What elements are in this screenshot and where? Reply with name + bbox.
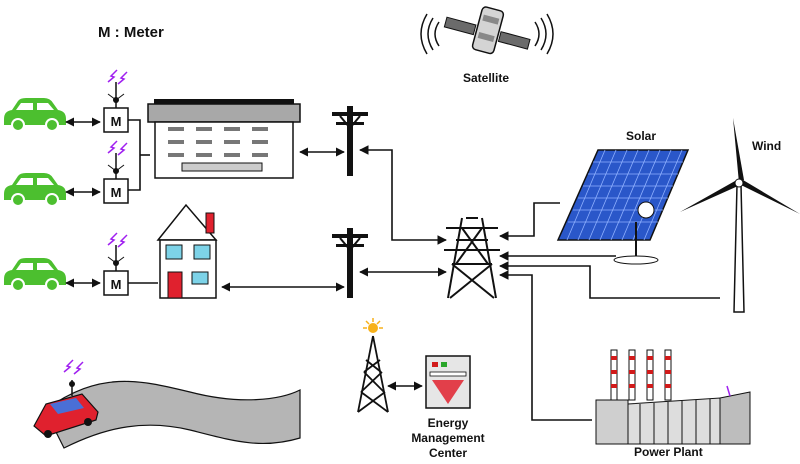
power-plant-label: Power Plant: [634, 445, 703, 459]
power-plant-icon: [595, 349, 751, 445]
electric-car-icon: [4, 173, 66, 207]
road-icon: [44, 380, 301, 449]
wind-turbine-icon: [680, 118, 800, 313]
radio-tower-icon: [357, 318, 389, 413]
meter-glyph: M: [111, 114, 122, 129]
red-car-icon: [33, 359, 99, 438]
office-building-icon: [147, 99, 301, 179]
satellite-label: Satellite: [463, 71, 509, 85]
electric-car-icon: [4, 258, 66, 292]
house-icon: [156, 203, 218, 299]
solar-panel-icon: [556, 149, 690, 265]
electric-car-icon: [4, 98, 66, 132]
meter-box: M: [104, 233, 128, 295]
meter-box: M: [104, 141, 128, 203]
solar-label: Solar: [626, 129, 656, 143]
emc-label-line2: Management: [411, 431, 484, 445]
meter-box: M: [104, 70, 128, 132]
satellite-icon: [420, 6, 554, 55]
meter-glyph: M: [111, 277, 122, 292]
meter-legend: M : Meter: [98, 24, 164, 41]
emc-label-line1: Energy: [428, 416, 469, 430]
emc-label-line3: Center: [429, 446, 467, 460]
control-cabinet-icon: [425, 355, 471, 409]
utility-pole-icon: [331, 105, 369, 177]
wind-label: Wind: [752, 139, 781, 153]
meter-glyph: M: [111, 185, 122, 200]
transmission-tower-icon: [444, 217, 500, 299]
